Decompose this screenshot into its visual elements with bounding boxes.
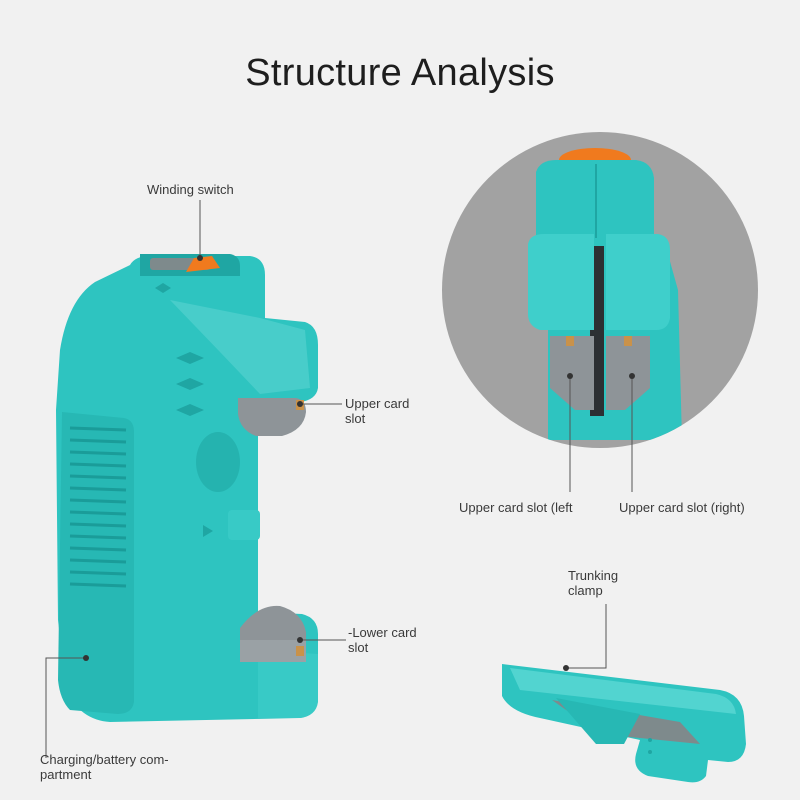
label-upper-card-slot: Upper card slot: [345, 396, 409, 426]
winding-switch-icon: [186, 256, 220, 272]
label-line: clamp: [568, 583, 603, 598]
label-line: Trunking: [568, 568, 619, 583]
label-line: -Lower card: [348, 625, 417, 640]
page-title: Structure Analysis: [245, 52, 555, 94]
label-line: partment: [40, 767, 92, 782]
label-winding-switch: Winding switch: [147, 182, 234, 197]
label-trunking-clamp: Trunking clamp: [568, 568, 618, 598]
label-line: slot: [348, 640, 369, 655]
upper-card-slot: [238, 398, 306, 436]
leader-lines-right: [566, 376, 633, 669]
label-line: Upper card: [345, 396, 410, 411]
label-upper-slot-right: Upper card slot (right): [619, 500, 745, 515]
label-charging-compartment: Charging/battery com- partment: [40, 752, 169, 782]
leader-lines-left: [45, 200, 346, 758]
label-lower-card-slot: -Lower card slot: [348, 625, 417, 655]
label-line: Charging/battery com-: [40, 752, 169, 767]
label-upper-slot-left: Upper card slot (left: [459, 500, 573, 515]
upper-slot-closeup: [442, 132, 758, 448]
trunking-clamp: [502, 664, 746, 783]
label-line: slot: [345, 411, 366, 426]
stripper-device: [56, 254, 318, 722]
lower-card-slot: [240, 605, 306, 662]
